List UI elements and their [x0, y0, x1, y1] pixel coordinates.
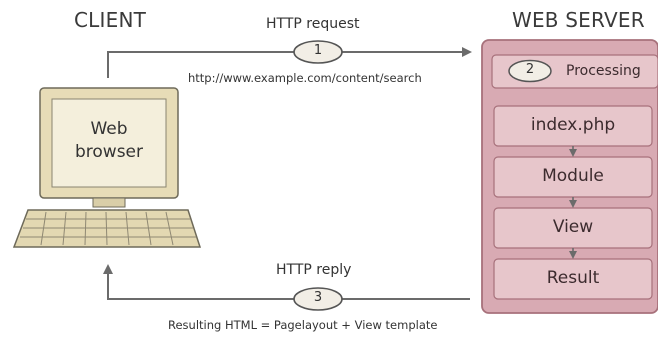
http-request-label: HTTP request	[266, 16, 360, 32]
reply-caption: Resulting HTML = Pagelayout + View templ…	[168, 318, 438, 332]
step-index-php: index.php	[494, 115, 652, 135]
screen-line-1: Web	[90, 119, 128, 139]
badge-2: 2	[509, 62, 551, 77]
badge-3-number: 3	[313, 290, 323, 305]
step-module: Module	[494, 166, 652, 186]
badge-1-shape	[293, 40, 343, 64]
processing-label: Processing	[566, 63, 641, 79]
step-label: Module	[542, 166, 604, 186]
badge-3-shape	[293, 287, 343, 311]
web-server-box	[481, 39, 658, 314]
http-reply-arrow	[103, 264, 470, 300]
computer-icon	[12, 87, 202, 248]
http-request-arrow	[107, 47, 472, 78]
badge-2-number: 2	[525, 62, 535, 77]
badge-3: 3	[294, 290, 342, 305]
request-url: http://www.example.com/content/search	[188, 71, 422, 85]
screen-line-2: browser	[74, 142, 144, 162]
badge-1: 1	[294, 43, 342, 58]
badge-1-number: 1	[313, 43, 323, 58]
web-server-title: WEB SERVER	[512, 8, 645, 32]
step-label: View	[552, 217, 594, 237]
step-label: index.php	[530, 115, 616, 135]
step-label: Result	[546, 268, 600, 288]
client-title: CLIENT	[74, 8, 147, 32]
http-reply-label: HTTP reply	[276, 262, 352, 278]
monitor-screen: Web browser	[52, 118, 166, 164]
step-view: View	[494, 217, 652, 237]
step-result: Result	[494, 268, 652, 288]
